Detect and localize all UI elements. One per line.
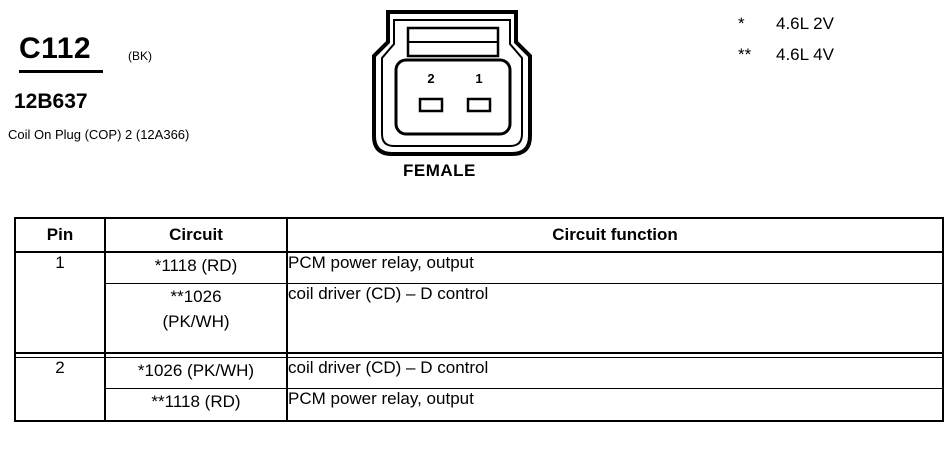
table-row: **1026 (PK/WH) coil driver (CD) – D cont… xyxy=(15,283,944,353)
function-cell: PCM power relay, output xyxy=(286,388,944,421)
part-number: 12B637 xyxy=(14,90,88,113)
pin-circuit-table: Pin Circuit Circuit function 1 *1118 (RD… xyxy=(14,217,944,422)
connector-face-diagram: 2 1 xyxy=(372,10,532,156)
circuit-cell: *1026 (PK/WH) xyxy=(104,357,288,389)
connector-cavity-frame xyxy=(394,58,512,136)
table-row: 1 *1118 (RD) PCM power relay, output xyxy=(14,252,944,353)
legend-text: 4.6L 2V xyxy=(776,14,834,33)
connector-id-underline xyxy=(19,70,103,73)
circuit-cell: *1118 (RD) xyxy=(104,252,288,284)
pin-cell: 1 xyxy=(14,252,106,353)
function-cell: coil driver (CD) – D control xyxy=(286,357,944,389)
function-cell: PCM power relay, output xyxy=(286,252,944,284)
circuit-line: (PK/WH) xyxy=(162,312,230,331)
circuit-cell: **1118 (RD) xyxy=(104,388,288,421)
legend-entry: ** 4.6L 4V xyxy=(738,45,834,65)
table-header-row: Pin Circuit Circuit function xyxy=(14,218,944,253)
legend-symbol: ** xyxy=(738,45,752,64)
circuit-line: **1026 xyxy=(170,287,222,306)
function-cell: coil driver (CD) – D control xyxy=(286,283,944,353)
connector-view-label: FEMALE xyxy=(403,161,476,180)
connector-id: C112 xyxy=(19,32,92,65)
connector-outer-shell xyxy=(372,10,532,156)
table-row: 2 *1026 (PK/WH) coil driver (CD) – D con… xyxy=(14,357,944,421)
table-row: **1118 (RD) PCM power relay, output xyxy=(15,388,944,421)
connector-inner-shell xyxy=(381,19,523,147)
header-pin: Pin xyxy=(14,218,106,253)
pin-slot-1 xyxy=(466,97,492,113)
header-circuit-function: Circuit function xyxy=(286,218,944,253)
legend-symbol: * xyxy=(738,14,745,33)
pin-cell: 2 xyxy=(14,357,106,421)
connector-color: (BK) xyxy=(128,49,152,63)
circuit-cell: **1026 (PK/WH) xyxy=(104,283,288,353)
legend-entry: * 4.6L 2V xyxy=(738,14,834,34)
group-separator xyxy=(14,352,944,358)
legend-text: 4.6L 4V xyxy=(776,45,834,64)
header-circuit: Circuit xyxy=(104,218,288,253)
connector-description: Coil On Plug (COP) 2 (12A366) xyxy=(8,127,190,142)
pin-label-2: 2 xyxy=(427,71,434,86)
pin-label-1: 1 xyxy=(475,71,482,86)
pin-slot-2 xyxy=(418,97,444,113)
